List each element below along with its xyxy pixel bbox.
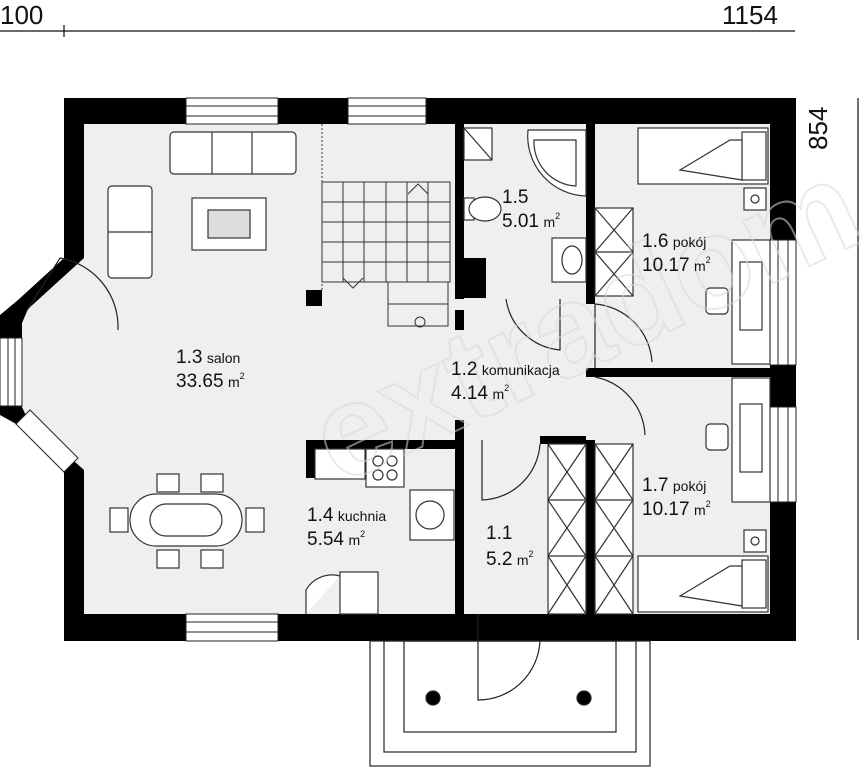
room-area: 5.54 (307, 529, 344, 550)
room-1-3-area: 33.65 m2 (176, 371, 245, 392)
room-1-2-area: 4.14 m2 (451, 383, 510, 404)
bay-window-diag (15, 409, 79, 473)
room-1-1-area: 5.2 m2 (486, 549, 534, 570)
dimension-height: 854 (803, 106, 833, 150)
dimension-right: 1154 (722, 0, 778, 30)
room-number: 1.7 (642, 475, 669, 496)
room-unit: m (543, 214, 556, 230)
room-number: 1.3 (176, 347, 203, 368)
room-1-5-label: 1.5 (502, 188, 528, 207)
room-unit-power: 2 (239, 371, 245, 381)
room-number: 1.6 (642, 231, 669, 252)
room-name: pokój (672, 478, 707, 494)
room-area: 10.17 (642, 255, 690, 276)
dimension-lines (0, 25, 859, 640)
room-unit-power: 2 (360, 529, 366, 539)
windows (0, 97, 797, 642)
room-area: 10.17 (642, 499, 690, 520)
room-name: pokój (672, 234, 707, 250)
room-1-2-label: 1.2 komunikacja (451, 360, 560, 379)
bathroom-fixtures (463, 127, 587, 283)
room-1-3-label: 1.3 salon (176, 348, 240, 367)
room-name: salon (206, 350, 241, 366)
room-1-4-area: 5.54 m2 (307, 529, 366, 550)
entrance-porch (369, 640, 651, 767)
dimension-left: 100 (0, 0, 44, 30)
room-1-6-label: 1.6 pokój (642, 232, 706, 251)
room-unit-power: 2 (504, 383, 510, 393)
room-unit-power: 2 (705, 255, 711, 265)
room-1-6-area: 10.17 m2 (642, 255, 711, 276)
room-1-5-area: 5.01 m2 (502, 211, 561, 232)
wardrobes (547, 207, 634, 615)
room-number: 1.2 (451, 359, 478, 380)
salon-furniture (107, 131, 297, 569)
room-number: 1.1 (486, 523, 513, 544)
room-unit-power: 2 (528, 549, 534, 559)
kitchen-fixtures (305, 448, 455, 615)
room-unit: m (228, 374, 240, 390)
room-area: 33.65 (176, 371, 224, 392)
interior-walls (306, 124, 770, 614)
room-unit: m (694, 502, 706, 518)
window-mullions (7, 105, 789, 633)
bedroom-furniture (637, 127, 771, 613)
room-area: 5.2 (486, 549, 513, 570)
room-name: komunikacja (481, 362, 560, 378)
room-1-4-label: 1.4 kuchnia (307, 506, 386, 525)
room-1-1-label: 1.1 (486, 524, 512, 543)
room-number: 1.4 (307, 505, 334, 526)
room-unit: m (348, 532, 361, 548)
room-unit: m (516, 552, 529, 568)
room-unit-power: 2 (705, 499, 711, 509)
room-number: 1.5 (502, 187, 529, 208)
room-1-7-label: 1.7 pokój (642, 476, 706, 495)
door-swings (27, 257, 653, 701)
room-name: kuchnia (337, 508, 387, 524)
room-1-7-area: 10.17 m2 (642, 499, 711, 520)
room-unit: m (492, 386, 505, 402)
staircase (321, 124, 451, 328)
room-area: 4.14 (451, 383, 488, 404)
room-unit: m (694, 258, 706, 274)
room-unit-power: 2 (555, 211, 561, 221)
room-area: 5.01 (502, 211, 539, 232)
